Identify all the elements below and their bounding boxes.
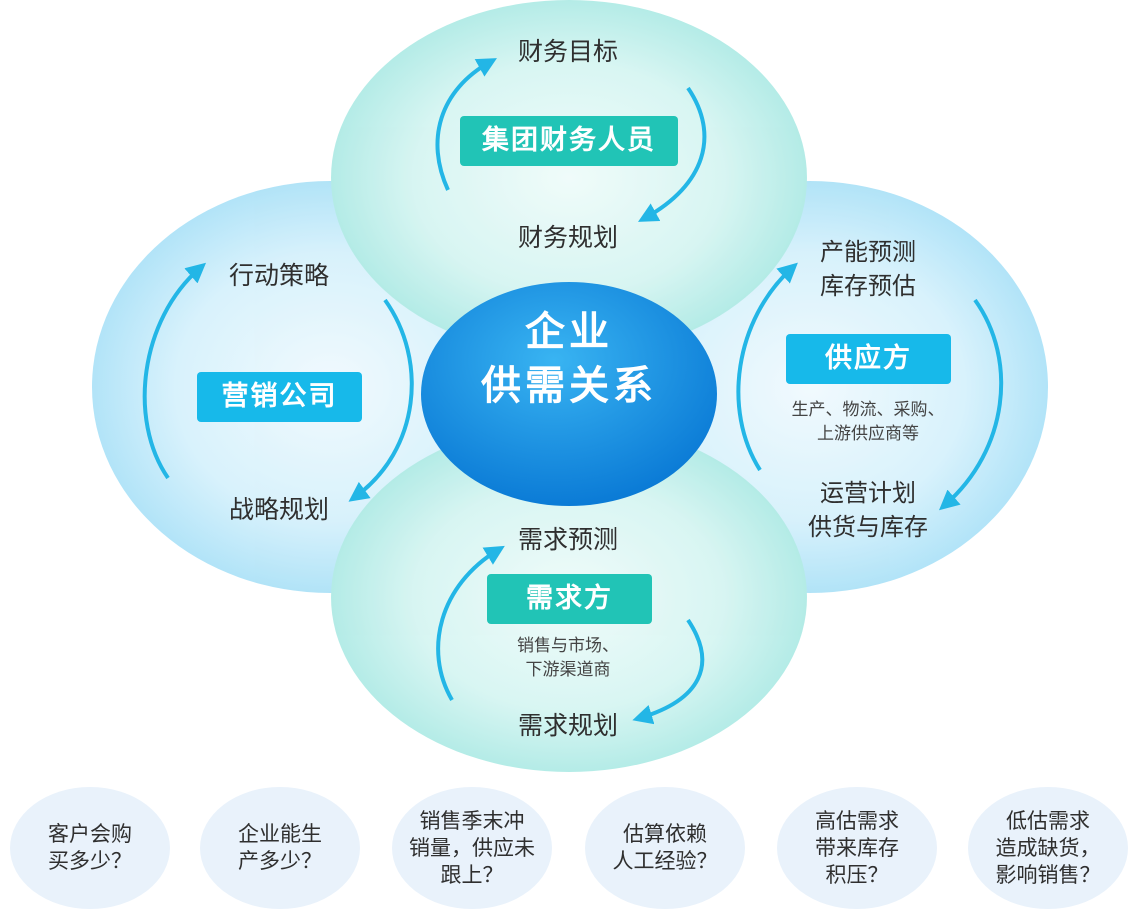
question-text-5: 高估需求 带来库存 积压？	[815, 808, 899, 887]
question-bubble-5: 高估需求 带来库存 积压？	[777, 787, 937, 909]
label-strategic-planning: 战略规划	[228, 495, 330, 524]
badge-supplier: 供应方	[786, 334, 951, 384]
badge-group-finance: 集团财务人员	[460, 116, 678, 166]
question-text-6: 低估需求 造成缺货， 影响销售？	[995, 808, 1101, 887]
question-text-3: 销售季末冲 销量，供应未 跟上？	[409, 808, 535, 887]
arrow-right-right	[938, 298, 1004, 511]
arrow-right-left	[736, 262, 798, 472]
center-title-line2: 供需关系	[481, 363, 657, 409]
demand-description-line1: 销售与市场、	[517, 636, 619, 656]
demand-description: 销售与市场、 下游渠道商	[517, 634, 619, 682]
arrow-bottom-right	[632, 618, 705, 725]
arrow-bottom-left	[436, 545, 505, 702]
question-text-1: 客户会购 买多少？	[48, 822, 132, 873]
center-title: 企业 供需关系	[420, 305, 718, 413]
center-title-line1: 企业	[525, 309, 613, 355]
arrow-top-left	[435, 58, 497, 191]
arrow-left-right	[348, 298, 414, 502]
arrow-top-right	[637, 86, 707, 222]
question-bubble-1: 客户会购 买多少？	[10, 787, 170, 909]
label-action-strategy: 行动策略	[228, 261, 330, 290]
supplier-description-line2: 上游供应商等	[817, 424, 919, 444]
question-bubble-6: 低估需求 造成缺货， 影响销售？	[968, 787, 1128, 909]
label-financial-target: 财务目标	[517, 37, 619, 66]
question-bubble-4: 估算依赖 人工经验？	[585, 787, 745, 909]
label-operations-plan: 运营计划 供货与库存	[808, 476, 928, 544]
supplier-description: 生产、物流、采购、 上游供应商等	[792, 398, 945, 446]
question-text-2: 企业能生 产多少？	[238, 822, 322, 873]
arrow-left-left	[142, 262, 207, 480]
label-capacity-forecast-line2: 库存预估	[820, 272, 916, 300]
label-demand-planning: 需求规划	[517, 711, 619, 740]
badge-marketing-company: 营销公司	[197, 372, 362, 422]
badge-demand-side: 需求方	[487, 574, 652, 624]
label-operations-plan-line1: 运营计划	[820, 479, 916, 507]
label-capacity-forecast: 产能预测 库存预估	[820, 235, 916, 303]
demand-description-line2: 下游渠道商	[525, 660, 611, 680]
label-financial-planning: 财务规划	[517, 223, 619, 252]
question-bubble-2: 企业能生 产多少？	[200, 787, 360, 909]
question-text-4: 估算依赖 人工经验？	[612, 822, 718, 873]
question-bubble-3: 销售季末冲 销量，供应未 跟上？	[392, 787, 552, 909]
label-operations-plan-line2: 供货与库存	[808, 513, 928, 541]
supplier-description-line1: 生产、物流、采购、	[791, 400, 945, 420]
label-capacity-forecast-line1: 产能预测	[820, 238, 916, 266]
center-circle	[421, 282, 717, 506]
label-demand-forecast: 需求预测	[517, 525, 619, 554]
